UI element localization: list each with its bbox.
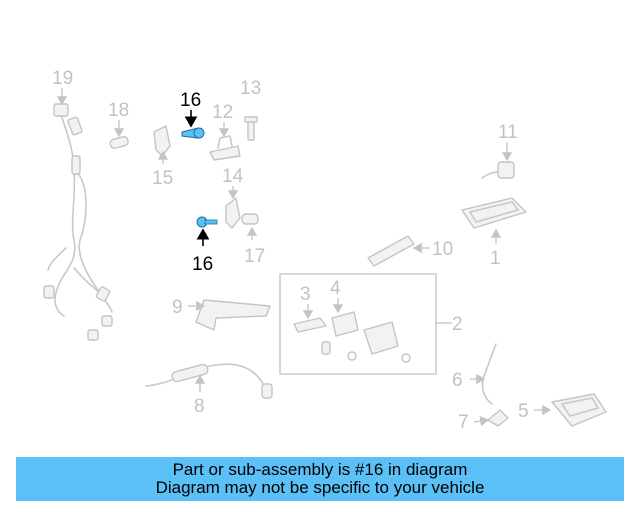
callout-15: 15 [152, 168, 173, 189]
part-11-switch [481, 142, 515, 179]
callout-11: 11 [498, 122, 518, 143]
parts-diagram: 19 18 16 15 12 13 14 17 [43, 68, 607, 433]
callout-19: 19 [52, 68, 73, 89]
part-8-cable [145, 363, 273, 399]
part-2-lock-assembly [279, 273, 452, 375]
part-12-striker [209, 122, 241, 161]
callout-10: 10 [432, 239, 453, 260]
callout-18: 18 [108, 100, 129, 121]
callout-2: 2 [452, 314, 463, 335]
part-10-cover [367, 235, 430, 267]
part-18-bushing [109, 120, 129, 149]
callout-13: 13 [240, 78, 261, 99]
callout-4: 4 [330, 278, 341, 299]
part-19-wiring-harness [43, 88, 113, 341]
callout-3: 3 [300, 284, 311, 305]
part-16-bolt-upper [181, 110, 205, 139]
callout-14: 14 [222, 166, 244, 187]
part-15-bracket [153, 125, 171, 164]
part-9-panel [188, 299, 271, 331]
part-5-actuator [534, 393, 607, 427]
callout-16-lower: 16 [192, 254, 213, 275]
part-17-cap [241, 213, 259, 240]
part-16-bolt-lower [196, 216, 218, 246]
callout-16-upper: 16 [180, 90, 201, 111]
callout-7: 7 [458, 412, 469, 433]
callout-12: 12 [212, 102, 233, 123]
callout-6: 6 [452, 370, 463, 391]
part-7-clip [473, 409, 509, 427]
callout-1: 1 [490, 248, 501, 269]
banner-line-part-number: Part or sub-assembly is #16 in diagram [172, 460, 468, 479]
part-6-rod [470, 343, 497, 405]
callout-17: 17 [244, 246, 265, 267]
callout-8: 8 [194, 396, 205, 417]
part-13-bolt [244, 116, 258, 141]
banner-line-disclaimer: Diagram may not be specific to your vehi… [155, 478, 485, 497]
part-1-handle [461, 197, 527, 244]
callout-5: 5 [518, 401, 529, 422]
part-14-bracket [225, 186, 241, 229]
callout-9: 9 [172, 297, 183, 318]
info-banner: Part or sub-assembly is #16 in diagram D… [16, 457, 624, 501]
